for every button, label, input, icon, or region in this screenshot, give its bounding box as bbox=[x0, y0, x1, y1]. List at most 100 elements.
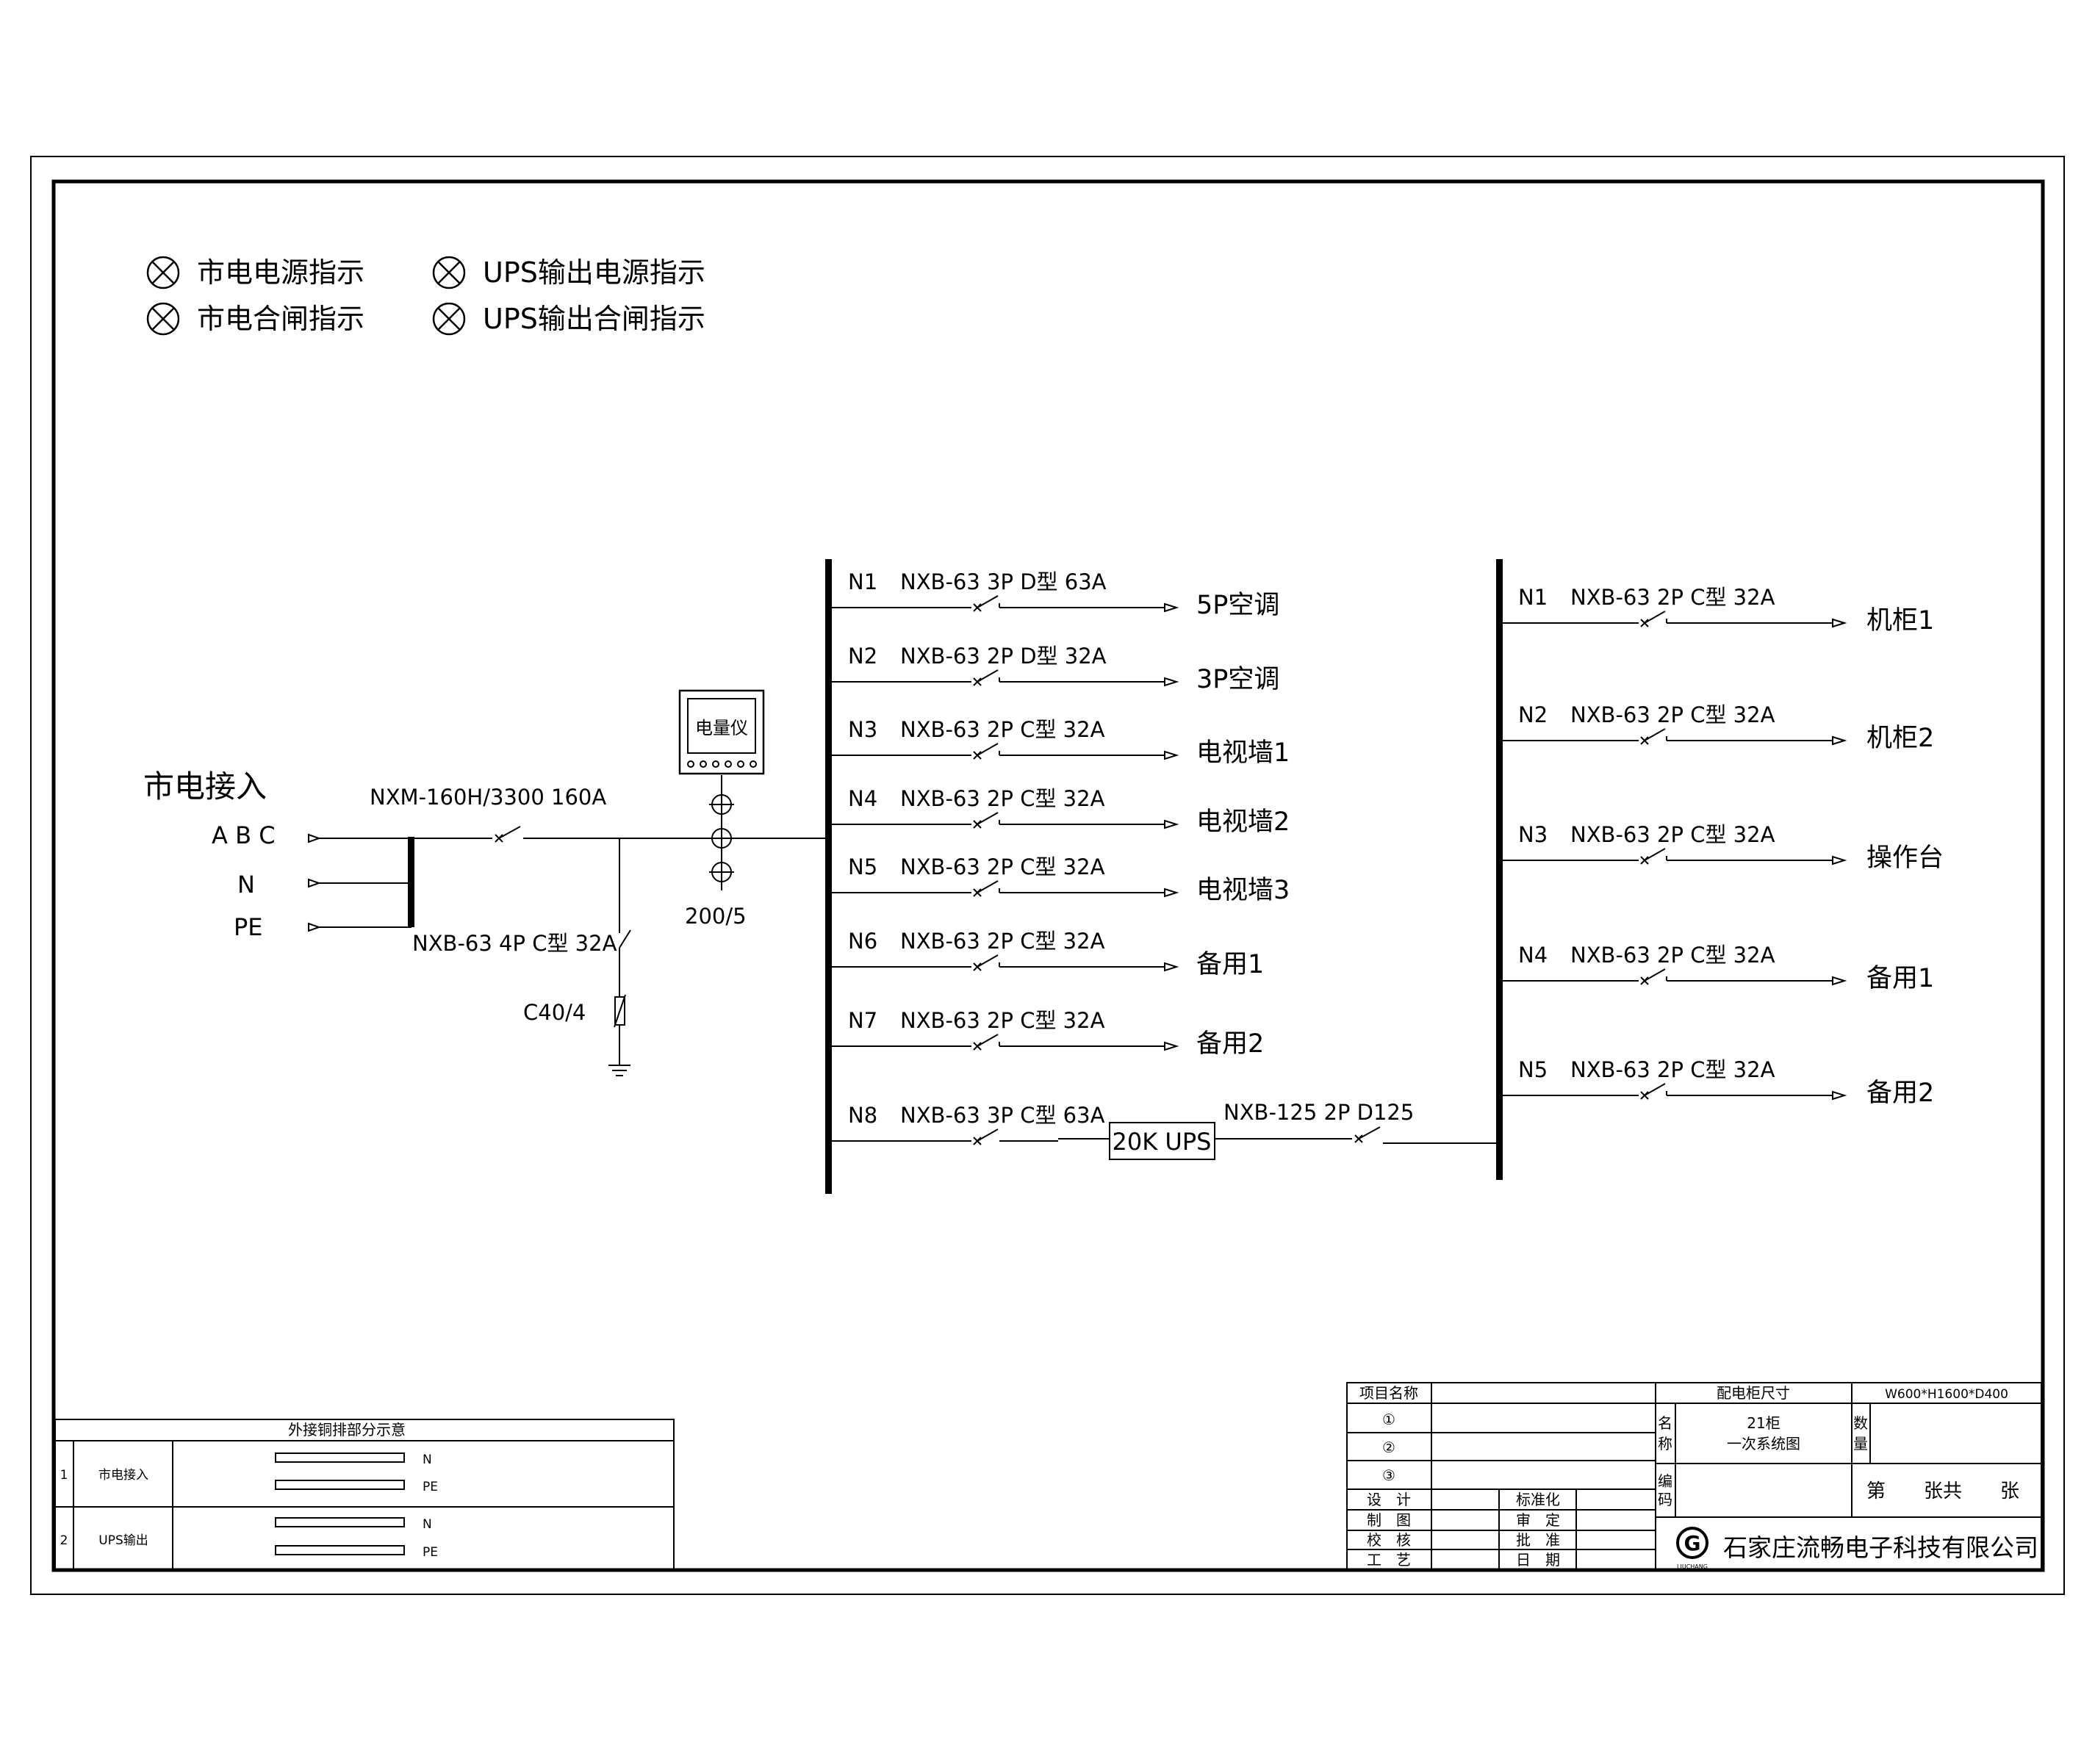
busbar-table-title: 外接铜排部分示意 bbox=[288, 1421, 406, 1439]
feeder-id: N2 bbox=[1518, 702, 1548, 727]
load-arrow bbox=[1832, 735, 1847, 746]
busbar-n bbox=[275, 1517, 405, 1527]
company-logo-icon: G bbox=[1684, 1531, 1701, 1555]
load-arrow bbox=[1832, 1090, 1847, 1101]
breaker-contact bbox=[977, 880, 999, 893]
draw-label: 制 图 bbox=[1367, 1511, 1411, 1529]
breaker-label: NXB-63 3P C型 63A bbox=[900, 1103, 1105, 1128]
incoming-wiring bbox=[308, 689, 826, 1076]
ct-ratio-label: 200/5 bbox=[685, 904, 747, 929]
feeder-row: N2 NXB-63 2P D型 32A 3P空调 bbox=[832, 644, 1279, 694]
input-arrow bbox=[308, 922, 321, 932]
review-label: 审 定 bbox=[1516, 1511, 1560, 1529]
load-arrow bbox=[1164, 602, 1179, 613]
inner-frame bbox=[51, 179, 2045, 1572]
breaker-label: NXB-63 2P C型 32A bbox=[1570, 822, 1775, 847]
breaker-contact bbox=[977, 669, 999, 683]
check-label: 校 核 bbox=[1367, 1531, 1411, 1549]
load-label: 备用1 bbox=[1866, 964, 1934, 993]
load-label: 备用2 bbox=[1196, 1029, 1264, 1059]
feeder-id: N4 bbox=[1518, 943, 1548, 968]
load-arrow bbox=[1832, 618, 1847, 628]
distribution-bus-1 bbox=[825, 559, 832, 1194]
craft-label: 工 艺 bbox=[1367, 1551, 1411, 1569]
breaker-contact bbox=[977, 1128, 999, 1142]
load-label: 电视墙1 bbox=[1196, 738, 1290, 768]
pe-label: PE bbox=[234, 913, 263, 941]
ups-link bbox=[1058, 1122, 1497, 1160]
company-logo-caption: LIUCHANG bbox=[1677, 1563, 1708, 1570]
load-arrow bbox=[1164, 677, 1179, 687]
load-arrow bbox=[1164, 888, 1179, 898]
name-label: 名 bbox=[1658, 1414, 1672, 1432]
phase-abc-label: A B C bbox=[212, 821, 276, 849]
project-name-label: 项目名称 bbox=[1359, 1384, 1418, 1402]
feeder-row: N4 NXB-63 2P C型 32A 备用1 bbox=[1503, 943, 1934, 993]
load-arrow bbox=[1164, 750, 1179, 760]
revision-3: ③ bbox=[1382, 1466, 1395, 1484]
sheet-count: 第 张共 张 bbox=[1866, 1480, 2019, 1502]
legend-ups-close: UPS输出合闸指示 bbox=[483, 303, 705, 335]
load-arrow bbox=[1164, 819, 1179, 829]
main-breaker-label: NXM-160H/3300 160A bbox=[370, 785, 606, 810]
revision-1: ① bbox=[1382, 1411, 1395, 1428]
distribution-bus-2 bbox=[1496, 559, 1503, 1180]
busbar-row-no: 2 bbox=[60, 1533, 68, 1548]
breaker-label: NXB-63 2P C型 32A bbox=[900, 717, 1105, 742]
breaker-contact bbox=[977, 595, 999, 608]
breaker-label: NXB-63 2P C型 32A bbox=[900, 1008, 1105, 1033]
drawing-name-1: 21柜 bbox=[1747, 1414, 1780, 1432]
input-arrow bbox=[308, 878, 321, 888]
breaker-label: NXB-63 2P D型 32A bbox=[900, 644, 1107, 669]
load-label: 5P空调 bbox=[1196, 591, 1279, 620]
breaker-label: NXB-63 2P C型 32A bbox=[900, 854, 1105, 879]
feeder-id: N1 bbox=[1518, 585, 1548, 610]
qty-label: 量 bbox=[1853, 1435, 1868, 1452]
feeder-id: N1 bbox=[848, 569, 877, 594]
breaker-label: NXB-63 2P C型 32A bbox=[1570, 1057, 1775, 1082]
load-label: 电视墙2 bbox=[1196, 807, 1290, 837]
neutral-label: N bbox=[237, 871, 255, 899]
busbar-label-pe: PE bbox=[423, 1480, 438, 1494]
cabinet-size-value: W600*H1600*D400 bbox=[1885, 1387, 2008, 1402]
name-label: 称 bbox=[1658, 1435, 1672, 1452]
busbar-table bbox=[54, 1419, 675, 1571]
feeder-id: N2 bbox=[848, 644, 877, 669]
feeder-id: N5 bbox=[1518, 1057, 1548, 1082]
breaker-contact bbox=[1644, 611, 1666, 624]
feeder-id: N5 bbox=[848, 854, 877, 879]
load-label: 机柜1 bbox=[1866, 606, 1934, 636]
breaker-label: NXB-63 2P C型 32A bbox=[1570, 943, 1775, 968]
feeder-id: N8 bbox=[848, 1103, 877, 1128]
breaker-contact bbox=[977, 954, 999, 968]
breaker-label: NXB-63 2P C型 32A bbox=[1570, 585, 1775, 610]
legend-mains-power: 市电电源指示 bbox=[197, 256, 364, 289]
legend bbox=[146, 256, 466, 336]
lamp-icon bbox=[146, 302, 180, 336]
load-arrow bbox=[1832, 855, 1847, 865]
busbar-row-name: UPS输出 bbox=[98, 1533, 148, 1548]
busbar-n bbox=[275, 1452, 405, 1463]
company-name: 石家庄流畅电子科技有限公司 bbox=[1723, 1533, 2038, 1562]
load-label: 3P空调 bbox=[1196, 665, 1279, 694]
code-label: 编 bbox=[1658, 1472, 1672, 1490]
spd-label: C40/4 bbox=[523, 1000, 586, 1025]
standard-label: 标准化 bbox=[1516, 1491, 1560, 1508]
breaker-label: NXB-63 2P C型 32A bbox=[1570, 702, 1775, 727]
lamp-icon bbox=[146, 256, 180, 289]
feeder-id: N4 bbox=[848, 786, 877, 811]
cabinet-size-label: 配电柜尺寸 bbox=[1717, 1384, 1790, 1402]
feeder-row: N1 NXB-63 2P C型 32A 机柜1 bbox=[1503, 585, 1934, 636]
breaker-label: NXB-63 2P C型 32A bbox=[900, 786, 1105, 811]
ups-out-breaker-label: NXB-125 2P D125 bbox=[1223, 1100, 1414, 1125]
load-arrow bbox=[1164, 962, 1179, 972]
breaker-label: NXB-63 2P C型 32A bbox=[900, 929, 1105, 954]
input-arrow bbox=[308, 833, 321, 843]
legend-ups-power: UPS输出电源指示 bbox=[483, 256, 705, 289]
